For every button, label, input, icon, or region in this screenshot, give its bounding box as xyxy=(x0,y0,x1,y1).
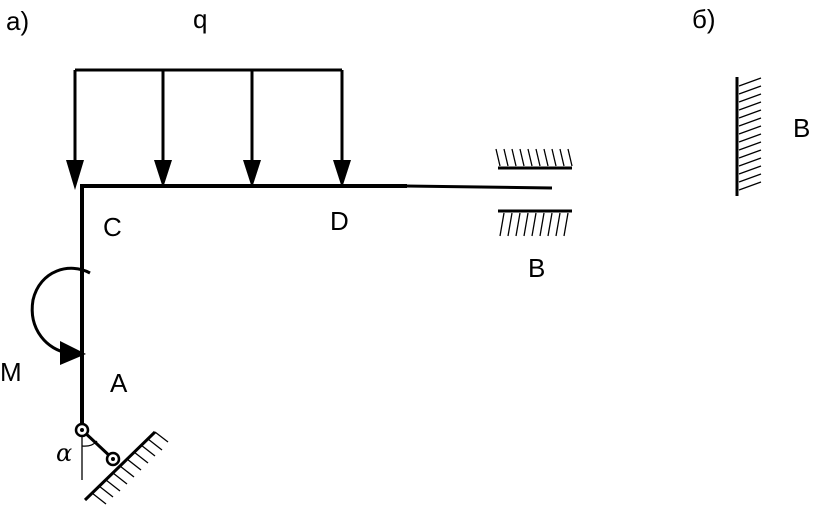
part-a-label: а) xyxy=(6,6,29,36)
distributed-load: q xyxy=(66,4,351,190)
sleeve-bottom-hatch xyxy=(499,212,569,237)
load-arrow xyxy=(66,70,84,190)
wall-b-label: B xyxy=(793,113,810,143)
moment-m-label: M xyxy=(0,357,22,387)
point-b-label: B xyxy=(528,253,545,283)
moment-arrow xyxy=(30,266,91,365)
hinge-a-center xyxy=(80,428,84,432)
load-q-label: q xyxy=(193,4,207,34)
point-d-label: D xyxy=(330,206,349,236)
angle-arc xyxy=(81,440,98,447)
inclined-surface-hatch xyxy=(91,431,169,505)
frame-rod-end xyxy=(404,184,553,190)
load-arrow xyxy=(154,70,172,188)
part-b-label: б) xyxy=(692,4,716,34)
hinged-rod-support-a: α xyxy=(56,422,169,505)
sleeve-support-b xyxy=(495,148,573,237)
sleeve-top-hatch xyxy=(495,148,573,167)
wall-support-b: B xyxy=(735,77,810,196)
wall-hatch xyxy=(738,77,762,191)
moment-arc xyxy=(30,266,91,355)
point-a-label: A xyxy=(110,368,128,398)
moment-arrowhead xyxy=(60,341,86,365)
load-arrow xyxy=(243,70,261,188)
load-arrow xyxy=(333,70,351,188)
hinge-ground-center xyxy=(111,457,115,461)
angle-alpha-label: α xyxy=(56,439,72,467)
point-c-label: C xyxy=(103,212,122,242)
